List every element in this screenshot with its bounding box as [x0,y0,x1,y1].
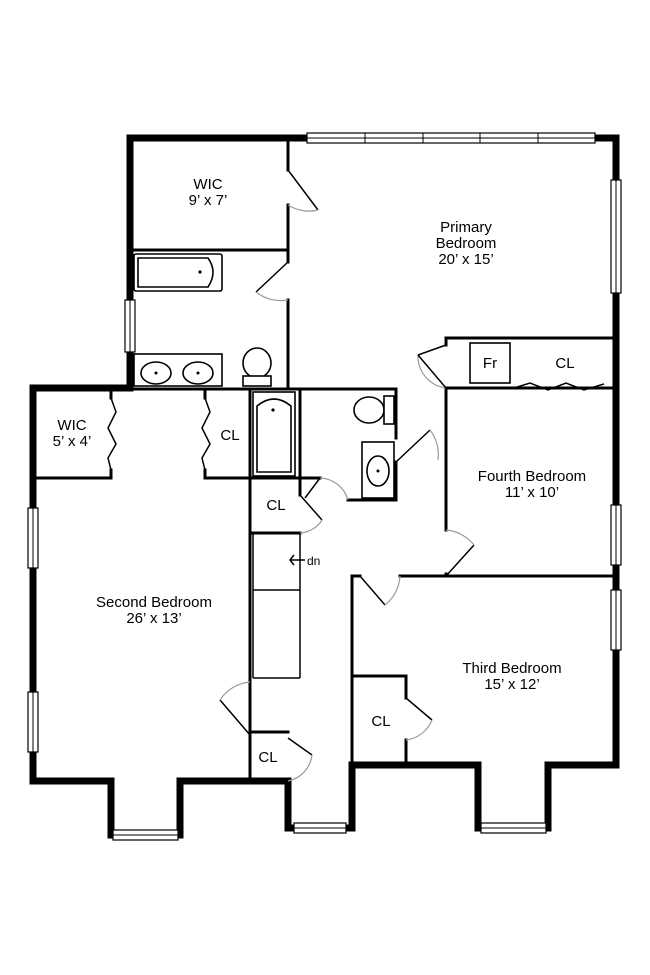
window-bay-right [480,822,547,834]
bathtub-hall [252,391,296,477]
window-second-lower [27,691,39,753]
fourth-size: 11’ x 10’ [505,484,559,501]
double-vanity [133,353,223,387]
bathtub-top [133,253,223,292]
lower-closet-label: CL [258,749,277,766]
doors [107,169,605,782]
wic-top-size: 9’ x 7’ [189,192,228,209]
wic-left-size: 5’ x 4’ [53,433,92,450]
third-size: 15’ x 12’ [484,676,539,693]
third-closet-label: CL [371,713,390,730]
third-name: Third Bedroom [462,660,561,677]
hall-closet-label: CL [266,497,285,514]
toilet-hall [353,395,395,425]
labels: Primary Bedroom 20’ x 15’ WIC 9’ x 7’ WI… [53,176,587,766]
wic-left-name: WIC [57,417,86,434]
window-bay-left [112,829,179,841]
fridge-box [469,342,511,384]
fridge-label: Fr [483,355,497,372]
window-second-upper [27,507,39,569]
primary-closet-label: CL [555,355,574,372]
fixtures [133,253,511,566]
window-bath-left [124,299,136,353]
primary-size: 20’ x 15’ [438,251,493,268]
exterior-walls [29,134,620,839]
primary-name-2: Bedroom [436,235,497,252]
window-fourth-right [610,504,622,566]
second-name: Second Bedroom [96,594,212,611]
stairs-label: dn [307,554,320,568]
primary-name-1: Primary [440,219,492,236]
wic-top-name: WIC [193,176,222,193]
window-primary-right [610,179,622,294]
second-closet-label: CL [220,427,239,444]
second-size: 26’ x 13’ [126,610,181,627]
window-top [306,132,596,144]
interior-walls [31,136,618,792]
stair-arrow [289,554,305,566]
vanity-hall [361,441,395,499]
window-third-right [610,589,622,651]
toilet-top [242,347,272,387]
fourth-name: Fourth Bedroom [478,468,586,485]
windows [27,132,622,841]
window-bottom-hall [293,822,347,834]
